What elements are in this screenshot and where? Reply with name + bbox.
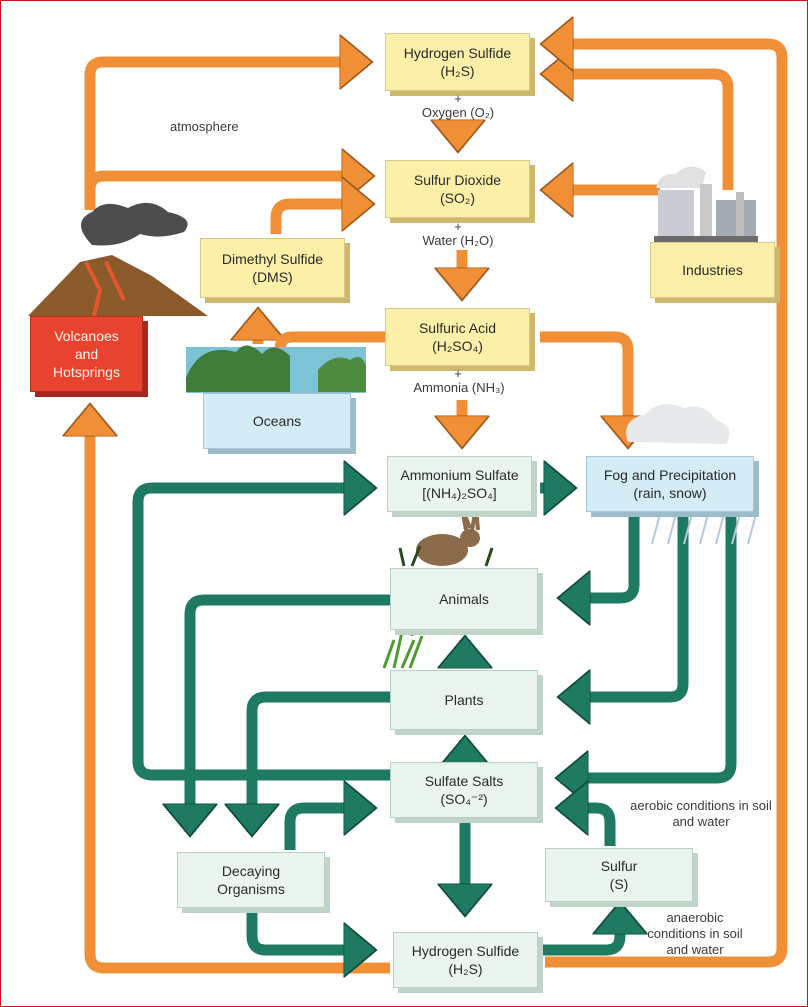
ammonium-sulfate-name: Ammonium Sulfate [400, 467, 519, 483]
animals-name: Animals [439, 591, 489, 607]
arrow-sulfur-to-sulfate [560, 808, 616, 846]
sulfur-box: Sulfur (S) [545, 848, 693, 902]
sulfate-salts-formula: (SO₄⁻²) [440, 791, 488, 807]
arrow-volcano-to-h2s [84, 62, 368, 210]
hydrogen-sulfide-soil-box: Hydrogen Sulfide (H₂S) [393, 932, 538, 988]
hydrogen-sulfide-atmosphere-formula: (H₂S) [440, 63, 475, 79]
dimethyl-sulfide-abbrev: (DMS) [252, 269, 293, 285]
sulfur-name: Sulfur [600, 858, 638, 874]
fog-precipitation-name: Fog and Precipitation [603, 467, 737, 483]
plants-name: Plants [444, 692, 484, 708]
arrow-decaying-to-sulfate [284, 808, 372, 850]
decaying-organisms-line2: Organisms [217, 881, 285, 897]
hydrogen-sulfide-atmosphere-name: Hydrogen Sulfide [403, 45, 512, 61]
volcanoes-hotsprings-box: Volcanoes and Hotsprings [30, 316, 143, 392]
plus-oxygen-label: + [454, 91, 462, 106]
volcanoes-line2: and [74, 346, 99, 362]
volcanoes-line3: Hotsprings [53, 364, 120, 380]
arrow-decaying-to-soil-h2s [246, 905, 372, 950]
decaying-organisms-box: Decaying Organisms [177, 852, 325, 908]
ammonium-sulfate-formula: [(NH₄)₂SO₄] [422, 485, 497, 501]
industries-box: Industries [650, 242, 775, 298]
decaying-organisms-line1: Decaying [221, 863, 281, 879]
arrow-volcano-to-so2 [84, 176, 370, 210]
plants-box: Plants [390, 670, 538, 730]
sulfate-salts-box: Sulfate Salts (SO₄⁻²) [390, 762, 538, 818]
arrow-animals-to-decaying [190, 594, 390, 832]
arrow-fog-to-animals [562, 516, 640, 598]
hydrogen-sulfide-soil-formula: (H₂S) [448, 961, 483, 977]
plus-ammonia-label: + [454, 366, 462, 381]
rabbit-illustration [398, 507, 494, 567]
sulfur-dioxide-name: Sulfur Dioxide [413, 172, 502, 188]
atmosphere-label: atmosphere [170, 119, 239, 134]
arrow-soil-h2s-to-volcanoes [90, 408, 390, 974]
arrow-sulfate-to-ammonium [132, 488, 390, 781]
sulfuric-acid-formula: (H₂SO₄) [432, 338, 483, 354]
fog-precipitation-examples: (rain, snow) [633, 485, 707, 501]
sulfuric-acid-name: Sulfuric Acid [418, 320, 497, 336]
island-illustration [186, 345, 366, 393]
fog-precipitation-box: Fog and Precipitation (rain, snow) [586, 456, 754, 512]
anaerobic-conditions-label: anaerobic conditions in soil and water [647, 910, 743, 957]
cloud-rain-illustration [626, 404, 757, 545]
arrow-soil-h2s-to-atmosphere [545, 44, 788, 968]
oceans-name: Oceans [252, 413, 302, 429]
arrow-fog-to-sulfate [560, 516, 737, 778]
sulfur-dioxide-box: Sulfur Dioxide (SO₂) [385, 160, 530, 218]
aerobic-conditions-label: aerobic conditions in soil and water [630, 798, 772, 829]
sulfur-dioxide-formula: (SO₂) [440, 190, 475, 206]
arrow-sulfuric-to-fog [540, 331, 628, 444]
oceans-box: Oceans [203, 393, 351, 449]
factory-illustration [654, 166, 758, 242]
arrow-industries-to-h2s [545, 74, 734, 190]
ammonia-label: Ammonia (NH₃) [413, 380, 505, 395]
arrow-dms-to-so2 [270, 204, 370, 234]
volcanoes-line1: Volcanoes [54, 328, 119, 344]
oxygen-label: Oxygen (O₂) [421, 105, 495, 120]
sulfuric-acid-box: Sulfuric Acid (H₂SO₄) [385, 308, 530, 366]
hydrogen-sulfide-atmosphere-box: Hydrogen Sulfide (H₂S) [385, 33, 530, 91]
arrow-soil-h2s-to-sulfur [540, 906, 620, 956]
sulfate-salts-name: Sulfate Salts [424, 773, 504, 789]
hydrogen-sulfide-soil-name: Hydrogen Sulfide [411, 943, 520, 959]
water-label: Water (H₂O) [422, 233, 494, 248]
animals-box: Animals [390, 568, 538, 630]
ammonium-sulfate-box: Ammonium Sulfate [(NH₄)₂SO₄] [387, 456, 532, 512]
dimethyl-sulfide-box: Dimethyl Sulfide (DMS) [200, 238, 345, 298]
arrow-fog-to-plants [562, 516, 689, 697]
industries-name: Industries [682, 262, 743, 278]
arrow-plants-to-decaying [252, 691, 390, 832]
volcano-illustration [28, 202, 208, 317]
dimethyl-sulfide-name: Dimethyl Sulfide [221, 251, 324, 267]
plus-water-label: + [454, 219, 462, 234]
sulfur-symbol: (S) [609, 876, 629, 892]
